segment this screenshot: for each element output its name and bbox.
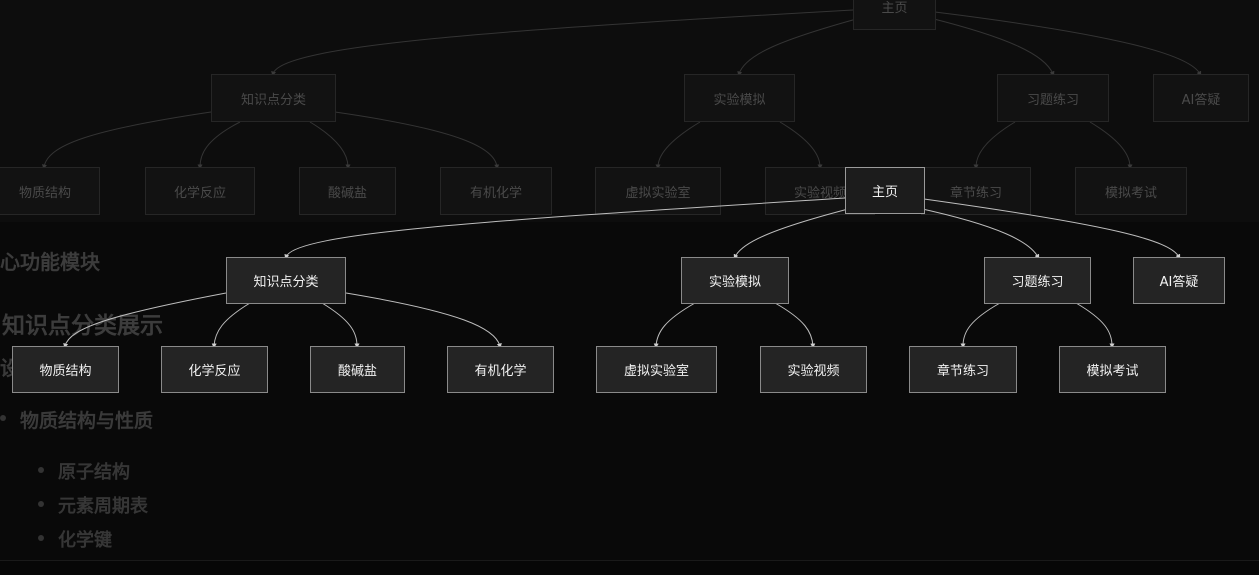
ghost-diagram-layer: 主页 知识点分类 实验模拟 习题练习 AI答疑 物质结构 化学反应 酸碱盐 有机… <box>0 0 1259 222</box>
list-bullet <box>0 415 6 421</box>
list-item: 物质结构与性质 <box>20 410 154 432</box>
node-experiment-video[interactable]: 实验视频 <box>760 346 867 393</box>
node-acid-base-salt[interactable]: 酸碱盐 <box>310 346 405 393</box>
ghost-node-structure: 物质结构 <box>0 167 100 215</box>
edge-knowledge-structure <box>63 292 227 349</box>
subsection-heading: 知识点分类展示 <box>2 313 163 339</box>
edge-knowledge-organic <box>345 292 502 349</box>
ghost-node-chapter: 章节练习 <box>921 167 1031 215</box>
ghost-node-knowledge: 知识点分类 <box>211 74 336 122</box>
sub-list-bullet <box>38 501 44 507</box>
edge-root-exercise <box>917 207 1040 260</box>
edge-exercise-chapter <box>960 302 1001 349</box>
ghost-node-exercise: 习题练习 <box>997 74 1109 122</box>
node-experiment-simulation[interactable]: 实验模拟 <box>681 257 789 304</box>
edge-root-experiment <box>733 207 853 260</box>
node-organic-chemistry[interactable]: 有机化学 <box>447 346 554 393</box>
node-ai-qa[interactable]: AI答疑 <box>1133 257 1225 304</box>
sub-list-bullet <box>38 535 44 541</box>
ghost-node-mock-exam: 模拟考试 <box>1075 167 1187 215</box>
node-chapter-practice[interactable]: 章节练习 <box>909 346 1017 393</box>
edge-knowledge-acid-base <box>321 302 360 349</box>
divider <box>0 560 1259 561</box>
node-virtual-lab[interactable]: 虚拟实验室 <box>596 346 717 393</box>
node-mock-exam[interactable]: 模拟考试 <box>1059 346 1166 393</box>
ghost-node-root: 主页 <box>853 0 936 30</box>
ghost-node-experiment: 实验模拟 <box>684 74 795 122</box>
sub-list-item: 化学键 <box>58 530 112 551</box>
ghost-node-reaction: 化学反应 <box>145 167 255 215</box>
sub-list-bullet <box>38 467 44 473</box>
ghost-node-ai: AI答疑 <box>1153 74 1249 122</box>
ghost-node-acid-base: 酸碱盐 <box>299 167 396 215</box>
ghost-node-organic: 有机化学 <box>440 167 552 215</box>
sub-list-item: 元素周期表 <box>58 496 148 517</box>
node-chemical-reaction[interactable]: 化学反应 <box>161 346 268 393</box>
node-knowledge-classification[interactable]: 知识点分类 <box>226 257 346 304</box>
section-heading: 心功能模块 <box>0 250 100 274</box>
edge-exercise-mock-exam <box>1075 302 1115 349</box>
ghost-edges <box>41 9 1202 170</box>
node-exercise-practice[interactable]: 习题练习 <box>984 257 1091 304</box>
edge-experiment-video <box>774 302 816 349</box>
node-matter-structure[interactable]: 物质结构 <box>12 346 119 393</box>
edge-knowledge-reaction <box>211 302 251 349</box>
node-root[interactable]: 主页 <box>845 167 925 214</box>
edge-root-ai <box>923 198 1181 260</box>
edge-experiment-virtual-lab <box>653 302 696 349</box>
sub-list-item: 原子结构 <box>58 462 130 483</box>
edge-root-knowledge <box>284 197 846 260</box>
